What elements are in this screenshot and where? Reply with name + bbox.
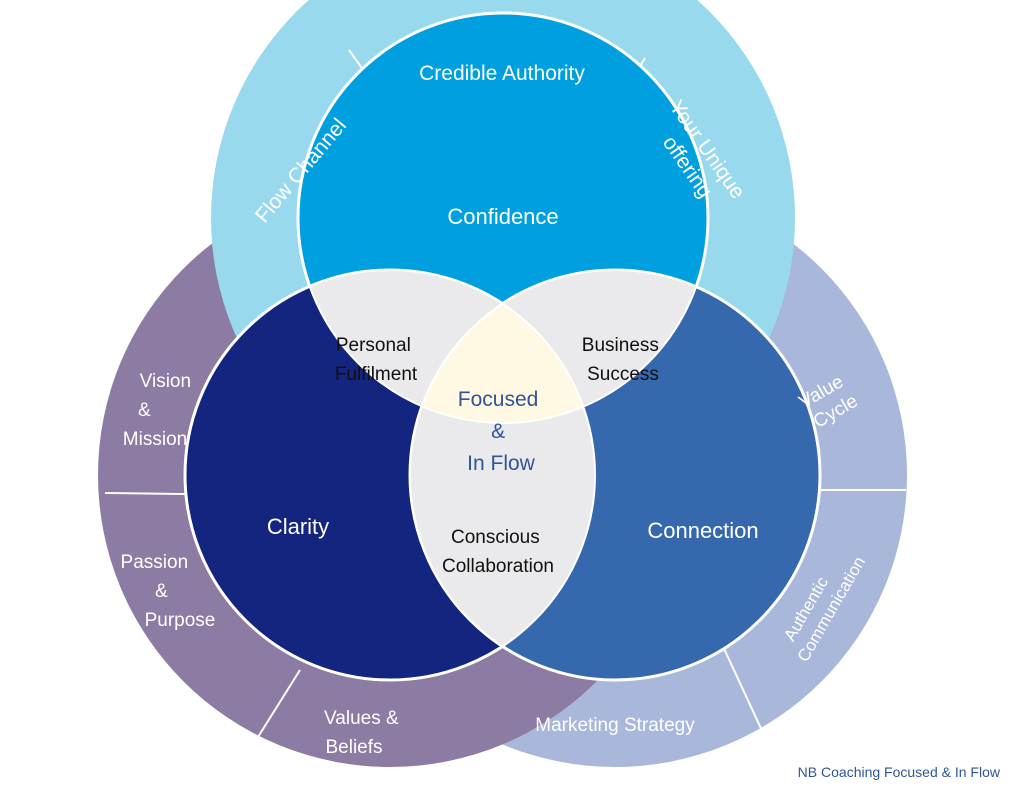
center-label: Focused & In Flow [458,388,544,475]
focused-line: Focused [458,388,539,411]
passion-line: Passion [121,552,189,573]
vision-line: Vision [140,371,191,392]
passion-amp-line: & [155,581,168,602]
purpose-line: Purpose [145,610,216,631]
conscious-collaboration-label: Conscious Collaboration [442,527,554,577]
passion-purpose-label: Passion & Purpose [121,552,216,631]
business-line: Business [582,335,659,356]
vision-amp-line: & [138,400,151,421]
personal-line: Personal [336,335,411,356]
clarity-label: Clarity [267,514,329,539]
conscious-line: Conscious [451,527,540,548]
center-overlap [410,270,595,423]
credible-authority-label: Credible Authority [419,62,585,85]
success-line: Success [587,364,659,385]
collaboration-line: Collaboration [442,556,554,577]
credit-caption: NB Coaching Focused & In Flow [797,764,1000,780]
marketing-strategy-label: Marketing Strategy [535,715,695,736]
confidence-label: Confidence [447,204,558,229]
personal-fulfilment-label: Personal Fulfilment [335,335,418,385]
ampersand-line: & [491,420,505,443]
values-line: Values & [324,708,399,729]
business-success-label: Business Success [582,335,664,385]
fulfilment-line: Fulfilment [335,364,418,385]
beliefs-line: Beliefs [325,737,382,758]
connection-label: Connection [647,518,758,543]
in-flow-line: In Flow [467,452,536,475]
vision-mission-label: Vision & Mission [123,371,197,450]
mission-line: Mission [123,429,187,450]
values-beliefs-label: Values & Beliefs [324,708,404,758]
